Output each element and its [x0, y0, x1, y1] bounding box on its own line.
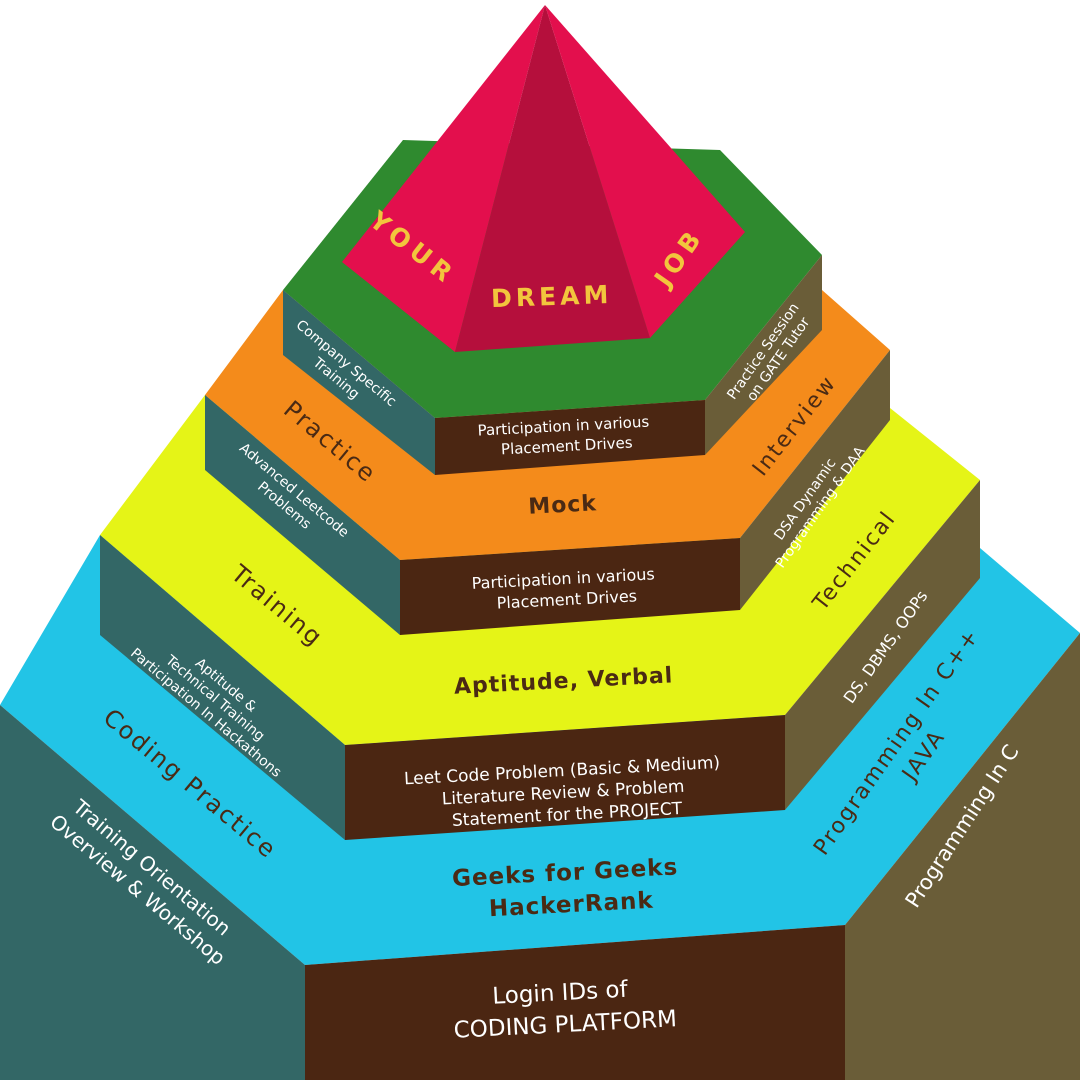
- apex-left-face: [342, 5, 545, 352]
- tier-3-front-face: [400, 538, 740, 635]
- tier-1-left-side: [0, 705, 305, 1080]
- tier-2-left-side: [100, 535, 345, 840]
- apex-center-face: [455, 5, 650, 352]
- apex-word-dream: DREAM: [491, 280, 613, 313]
- tier-2-front-face: [345, 715, 785, 840]
- apex-pyramid: [342, 5, 745, 352]
- tier-1-right-side: [845, 633, 1080, 1080]
- tier-3-top-label: Mock: [528, 491, 598, 520]
- tier-1-front-face: [305, 925, 845, 1080]
- tier-4-left-side: [283, 290, 435, 475]
- apex-right-face: [545, 5, 745, 338]
- tier-3-left-side: [205, 395, 400, 635]
- tier-4-right-side: [705, 255, 822, 455]
- tier-2-right-side: [785, 480, 980, 810]
- tier-3-right-side: [740, 350, 890, 610]
- tier-4-front-face: [435, 400, 705, 475]
